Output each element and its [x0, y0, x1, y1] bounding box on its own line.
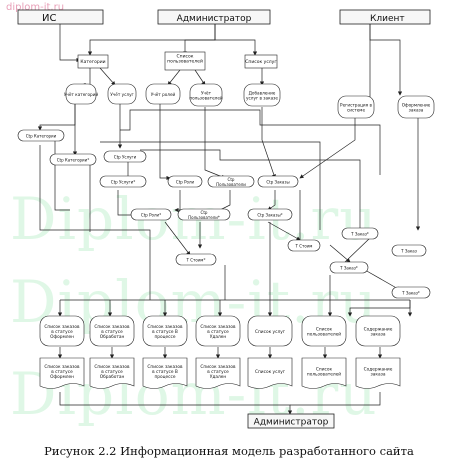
- output-document-shape: [195, 357, 241, 389]
- list-services-label: Список услуг: [245, 59, 277, 65]
- list-categories-label: Категории: [80, 59, 105, 65]
- external-is: ИС: [17, 9, 104, 25]
- external-admin-top: Администратор: [157, 9, 271, 25]
- proc-ordering: [397, 95, 435, 119]
- store-roles-label: Ctp Роли: [176, 180, 195, 185]
- proc-roles-account: [145, 83, 181, 105]
- list-categories: [77, 54, 109, 69]
- store-services2: Ctp Услуги*: [99, 175, 147, 188]
- store-orders2-label: Ctp Заказы*: [257, 213, 282, 218]
- store-t-final: T Заказ*: [391, 286, 431, 299]
- output-document-shape: [89, 357, 135, 389]
- proc-cat-account-label: Учёт категорий: [64, 92, 99, 97]
- list-users: [164, 51, 206, 71]
- store-categories2-label: Ctp Категории*: [57, 158, 90, 163]
- output-process-label: Список услуг: [255, 329, 286, 335]
- output-document-shape: [301, 357, 347, 389]
- list-services: [244, 54, 278, 69]
- store-t-cost2-label: T Стоим*: [186, 258, 206, 263]
- output-document-shape: [247, 357, 293, 389]
- watermark-small: diplom-it.ru: [6, 2, 65, 13]
- store-roles2-label: Ctp Роли*: [141, 213, 161, 218]
- store-t-order2-label: T Заказ: [400, 249, 417, 254]
- proc-cat-account: [65, 83, 97, 105]
- proc-users-account: [189, 83, 223, 107]
- store-t-cost: T Стоим: [287, 239, 321, 252]
- output-document-shape: [39, 357, 85, 389]
- external-admin-bottom-label: Администратор: [254, 418, 329, 428]
- external-admin-bottom: Администратор: [247, 413, 335, 429]
- store-orders2: Ctp Заказы*: [247, 208, 293, 221]
- store-t-order2: T Заказ: [391, 244, 427, 257]
- proc-add-services: [243, 83, 281, 107]
- store-t-order3-label: T Заказ*: [339, 266, 358, 271]
- store-t-orders-label: T Заказ*: [350, 232, 369, 237]
- proc-svc-account-label: Учёт услуг: [110, 92, 134, 97]
- external-is-label: ИС: [42, 13, 56, 24]
- output-document-shape: [142, 357, 188, 389]
- store-categories-label: Ctp Категории: [26, 134, 57, 139]
- external-client: Клиент: [339, 9, 431, 25]
- store-t-orders: T Заказ*: [341, 227, 379, 240]
- output-process-box: [142, 315, 188, 347]
- output-process-box: [247, 315, 293, 347]
- store-services2-label: Ctp Услуги*: [111, 180, 135, 185]
- output-process-box: [39, 315, 85, 347]
- store-orders: Ctp Заказы: [257, 175, 299, 188]
- proc-register: [337, 95, 375, 119]
- output-process-box: [195, 315, 241, 347]
- output-process-box: [89, 315, 135, 347]
- store-services-label: Ctp Услуги: [114, 155, 137, 160]
- store-roles2: Ctp Роли*: [130, 208, 172, 221]
- store-services: Ctp Услуги: [103, 150, 147, 163]
- figure-caption: Рисунок 2.2 Информационная модель разраб…: [44, 444, 414, 458]
- store-orders-label: Ctp Заказы: [266, 180, 289, 185]
- stores-group: Ctp Категории Ctp Категории* Ctp Услуги …: [17, 129, 431, 299]
- external-admin-top-label: Администратор: [177, 14, 252, 24]
- store-roles: Ctp Роли: [167, 175, 203, 188]
- store-t-final-label: T Заказ*: [401, 291, 420, 296]
- external-client-label: Клиент: [370, 14, 405, 24]
- store-categories2: Ctp Категории*: [49, 153, 97, 166]
- proc-roles-account-label: Учёт ролей: [151, 92, 176, 97]
- output-document-label: Список услуг: [255, 369, 286, 375]
- store-t-cost-label: T Стоим: [295, 244, 313, 249]
- proc-svc-account: [107, 83, 137, 105]
- store-categories: Ctp Категории: [17, 129, 65, 142]
- output-process-box: [355, 315, 401, 347]
- output-document-shape: [355, 357, 401, 389]
- store-t-order3: T Заказ*: [329, 261, 369, 274]
- store-t-cost2: T Стоим*: [175, 253, 217, 266]
- output-process-box: [301, 315, 347, 347]
